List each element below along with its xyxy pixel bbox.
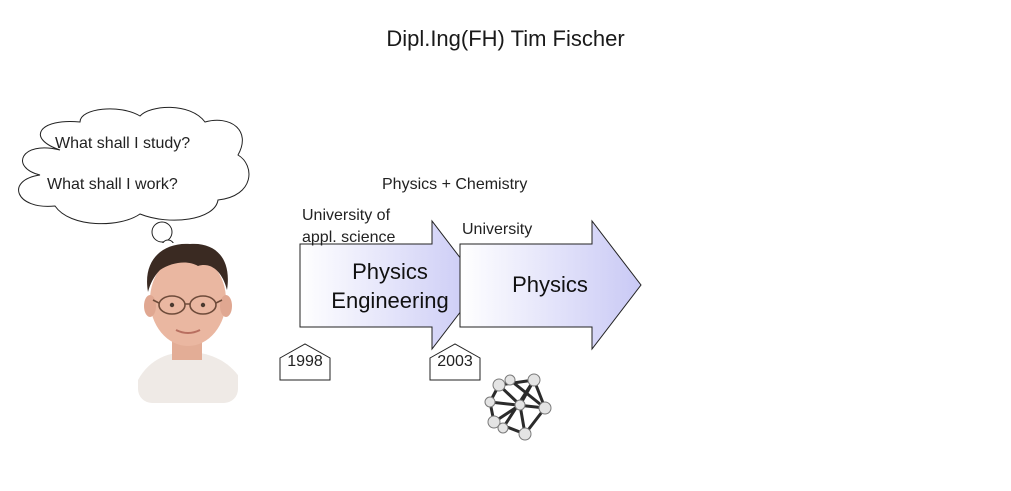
year-2003: 2003 bbox=[437, 353, 473, 370]
stage-2-caption: University bbox=[462, 221, 533, 238]
page-title: Dipl.Ing(FH) Tim Fischer bbox=[386, 26, 625, 51]
thought-line-study: What shall I study? bbox=[55, 135, 191, 152]
stage-2-label: Physics bbox=[512, 272, 588, 297]
thought-line-work: What shall I work? bbox=[47, 176, 178, 193]
stage-1-label-line1: Physics bbox=[352, 259, 428, 284]
year-tag-2003-shape bbox=[429, 343, 481, 381]
year-tag-1998-shape bbox=[279, 343, 331, 381]
stage-1-caption-line2: appl. science bbox=[302, 229, 396, 246]
field-label: Physics + Chemistry bbox=[382, 176, 528, 193]
person-avatar bbox=[138, 243, 238, 403]
stage-1-caption: University of appl. science bbox=[302, 205, 395, 249]
stage-arrow-physics bbox=[459, 219, 642, 351]
stage-arrow-physics-engineering bbox=[299, 219, 482, 351]
molecule-icon bbox=[484, 373, 552, 441]
year-1998: 1998 bbox=[287, 353, 323, 370]
stage-1-label-line2: Engineering bbox=[331, 288, 449, 313]
stage-1-caption-line1: University of bbox=[302, 207, 391, 224]
thought-bubble-large bbox=[151, 221, 173, 243]
stage-1-label: Physics Engineering bbox=[300, 257, 480, 315]
